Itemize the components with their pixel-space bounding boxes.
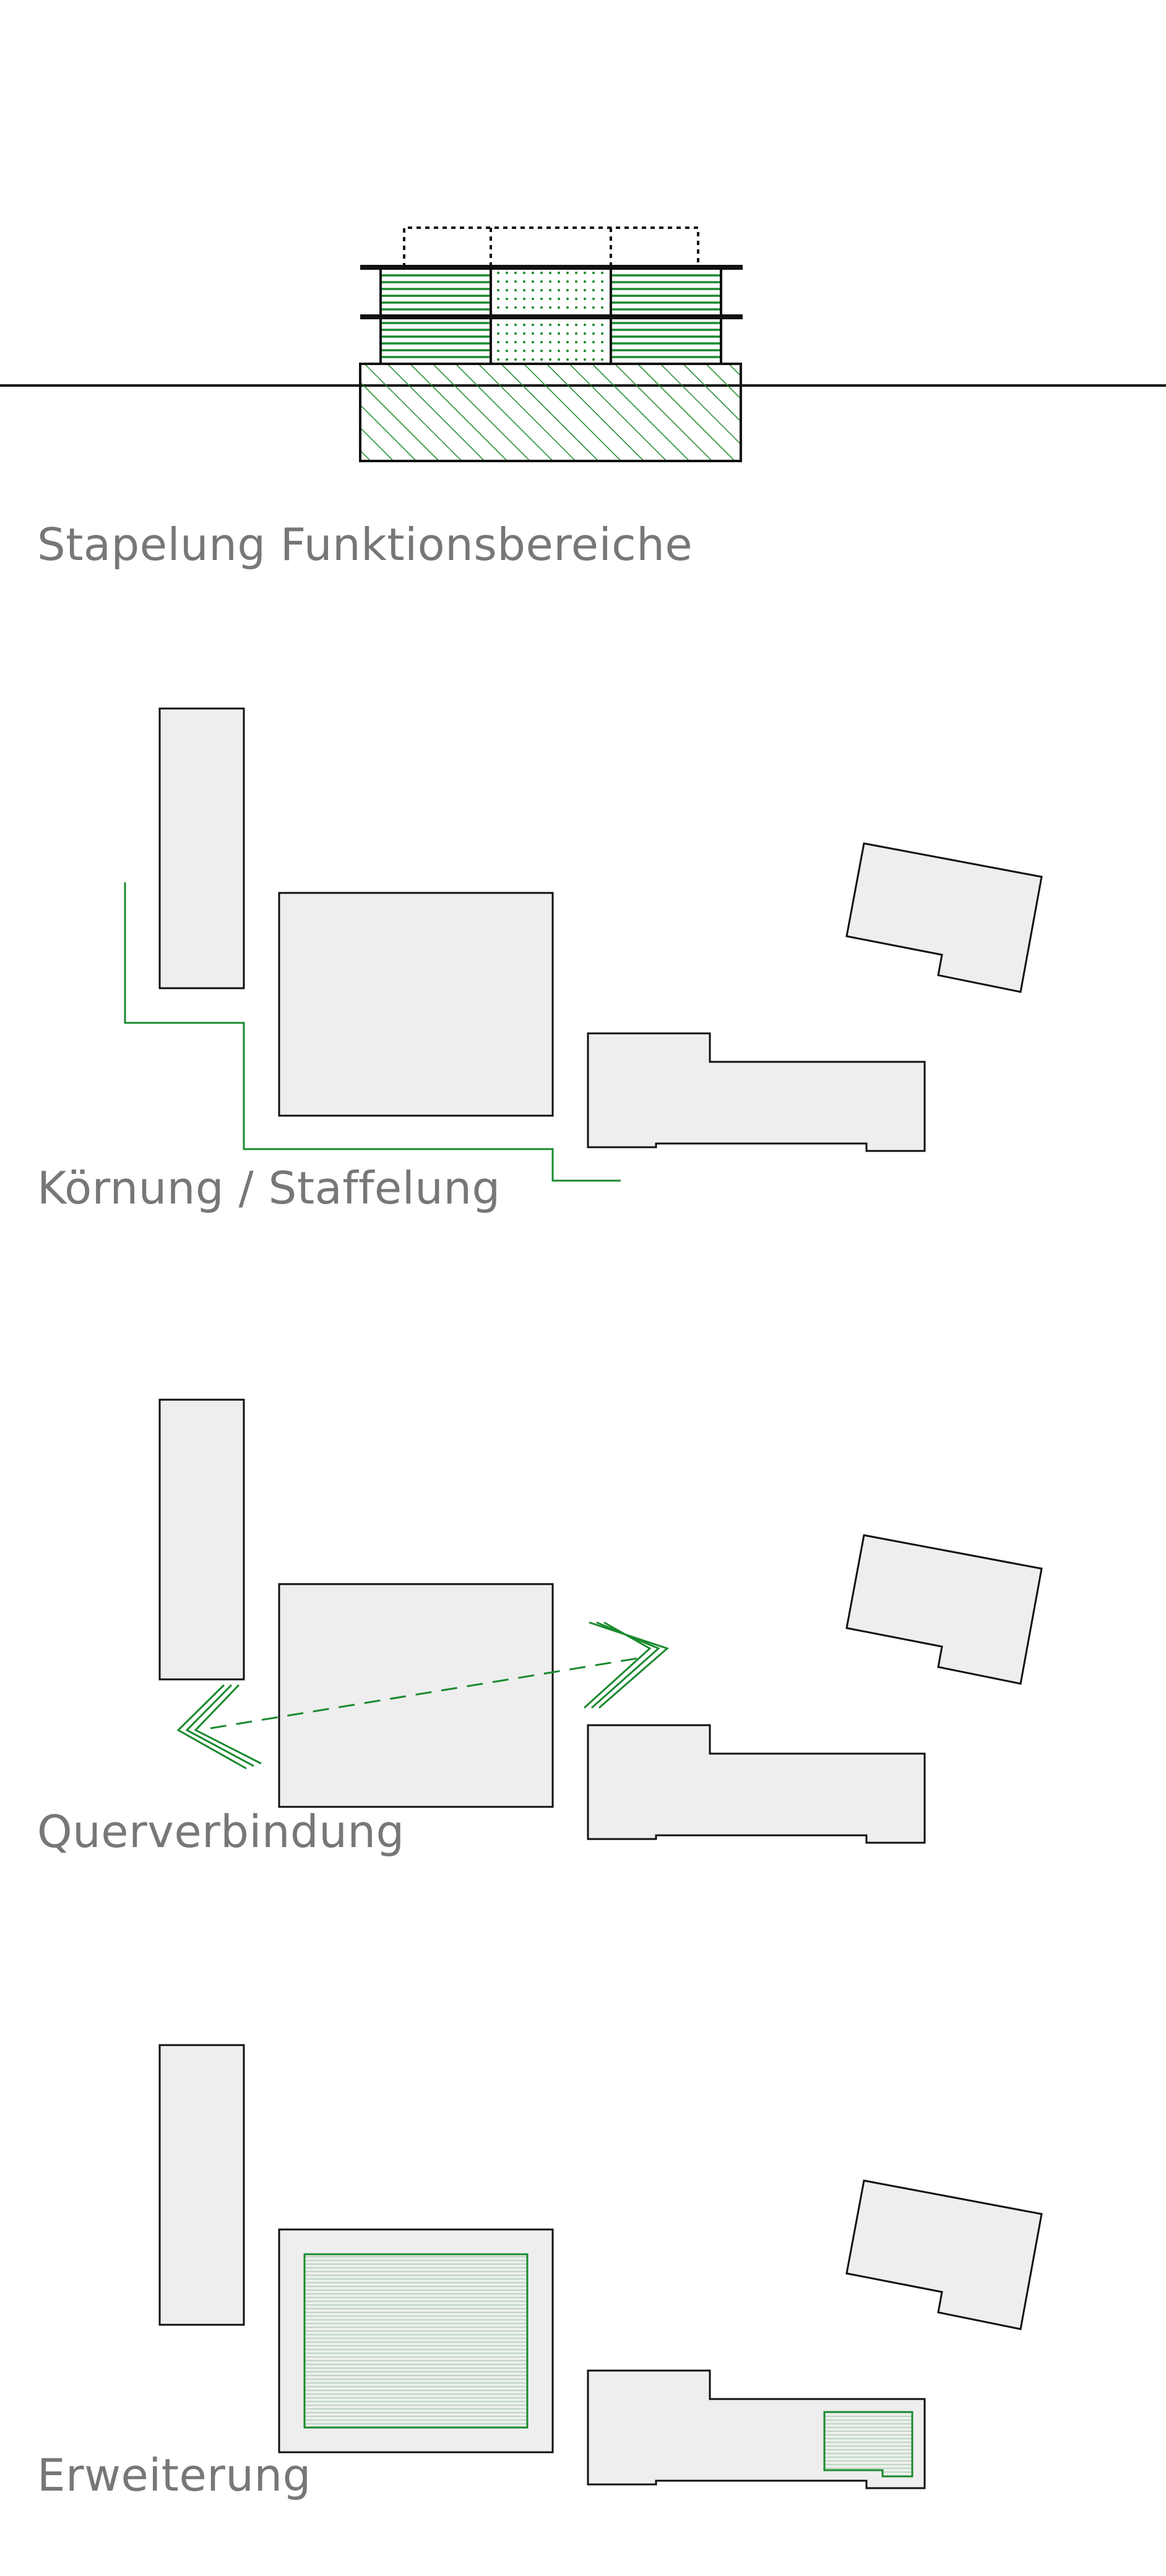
building-slab-west <box>158 707 245 989</box>
building-east-long <box>587 1724 926 1844</box>
stepped-line <box>124 882 621 1182</box>
building-east-long <box>587 1032 926 1152</box>
building-northeast <box>845 842 1043 993</box>
extension-area-east <box>823 2411 913 2478</box>
building-northeast <box>845 1534 1043 1685</box>
stacking-section-diagram <box>0 226 1166 462</box>
panel-erweiterung: Erweiterung <box>0 2017 1166 2576</box>
chevron-arrow-west <box>176 1684 262 1770</box>
caption: Körnung / Staffelung <box>37 1162 501 1214</box>
site-plan-grain <box>124 707 1043 1182</box>
site-plan-connection <box>158 1398 1043 1844</box>
building-northeast <box>845 2179 1043 2330</box>
building-slab-west <box>158 2044 245 2326</box>
roof-outline-dotted <box>403 226 699 267</box>
connection-dashed-line <box>210 1657 638 1730</box>
caption: Querverbindung <box>37 1806 405 1858</box>
panel-koernung: Körnung / Staffelung <box>0 681 1166 1238</box>
basement-volume <box>359 363 742 462</box>
panel-querverbindung: Querverbindung <box>0 1372 1166 1929</box>
caption: Erweiterung <box>37 2449 311 2501</box>
extension-area-main <box>303 2253 529 2429</box>
caption: Stapelung Funktionsbereiche <box>37 519 693 571</box>
building-slab-west <box>158 1398 245 1681</box>
chevron-arrow-east <box>583 1621 669 1709</box>
panel-stapelung: Stapelung Funktionsbereiche <box>0 0 1166 619</box>
site-plan-extension <box>158 2044 1043 2489</box>
building-main <box>278 892 554 1117</box>
